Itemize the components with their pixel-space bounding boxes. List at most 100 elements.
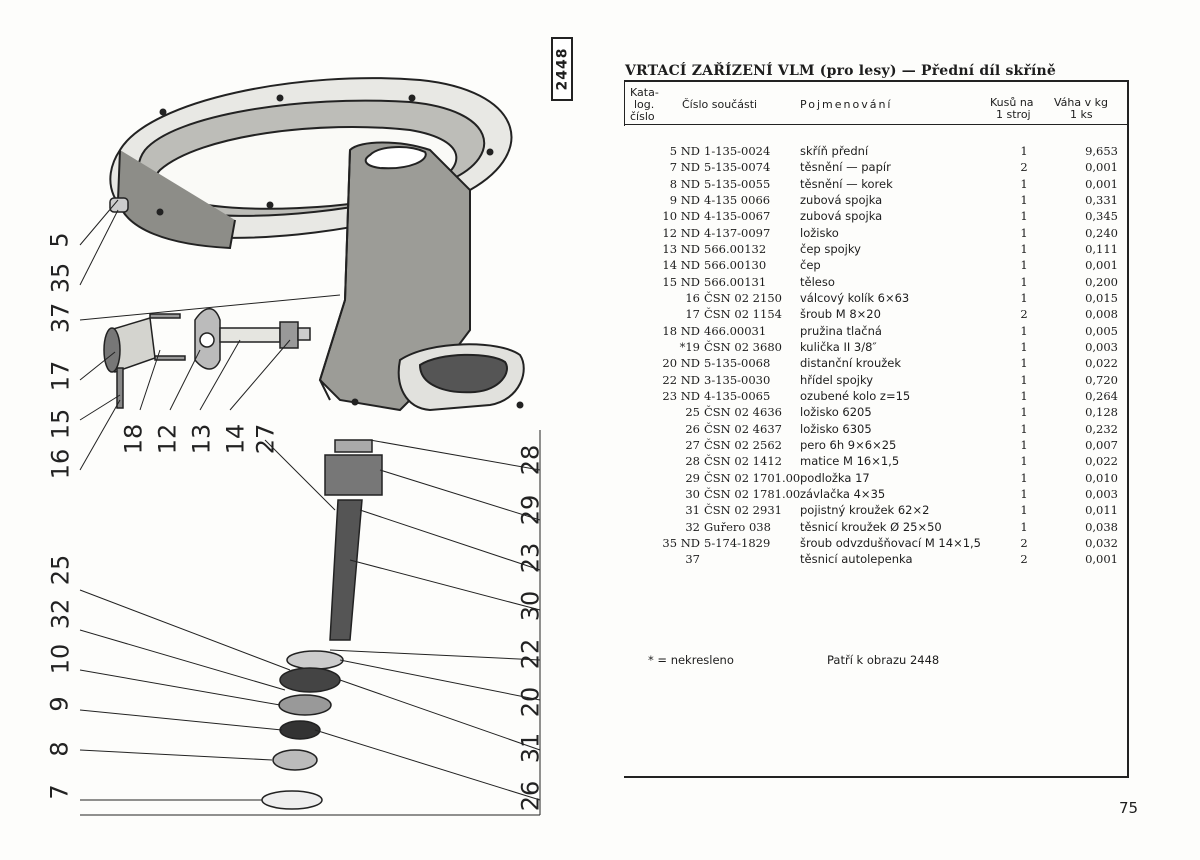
callout-label: 29 bbox=[516, 494, 545, 526]
header-part-number: Číslo součásti bbox=[682, 98, 758, 111]
header-qty-1: Kusů na bbox=[990, 96, 1034, 109]
header-catalog-2: log. bbox=[634, 98, 655, 111]
header-rule bbox=[624, 124, 1127, 125]
weight: 0,003 bbox=[1085, 339, 1118, 354]
callout-label: 9 bbox=[45, 696, 74, 712]
header-weight-1: Váha v kg bbox=[1054, 96, 1108, 109]
weight: 0,032 bbox=[1085, 535, 1118, 550]
weight: 0,001 bbox=[1085, 176, 1118, 191]
quantity: 1 bbox=[1020, 290, 1028, 305]
part-name: podložka 17 bbox=[800, 470, 870, 485]
part-name: čep bbox=[800, 258, 821, 273]
part-name: matice M 16×1,5 bbox=[800, 454, 900, 469]
callout-label: 5 bbox=[45, 232, 74, 248]
part-number: ČSN 02 2931 bbox=[704, 503, 782, 518]
part-number: ČSN 02 2150 bbox=[704, 290, 782, 305]
part-number: 4-137-0097 bbox=[704, 225, 771, 240]
part-name: těsnicí autolepenka bbox=[800, 552, 913, 567]
part-number: ČSN 02 2562 bbox=[704, 437, 782, 452]
quantity: 1 bbox=[1020, 437, 1028, 452]
part-number: ČSN 02 1412 bbox=[704, 454, 782, 469]
part-name: zubová spojka bbox=[800, 192, 883, 207]
part-number: ČSN 02 3680 bbox=[704, 339, 782, 354]
part-name: pero 6h 9×6×25 bbox=[800, 437, 897, 452]
table-left-rule bbox=[624, 82, 625, 126]
header-catalog-1: Kata- bbox=[630, 86, 659, 99]
header-catalog-3: číslo bbox=[630, 110, 655, 123]
weight: 0,005 bbox=[1085, 323, 1118, 338]
callout-label: 12 bbox=[153, 423, 182, 455]
part-name: hřídel spojky bbox=[800, 372, 874, 387]
catalog-number: 22 ND bbox=[662, 372, 700, 387]
part-name: těsnění — papír bbox=[800, 160, 891, 175]
catalog-number: 35 ND bbox=[662, 535, 700, 550]
weight: 0,264 bbox=[1085, 388, 1118, 403]
catalog-number: 29 bbox=[685, 470, 700, 485]
callout-label: 8 bbox=[45, 741, 74, 757]
part-name: ložisko 6205 bbox=[800, 405, 872, 420]
catalog-number: 30 bbox=[685, 486, 700, 501]
header-weight-2: 1 ks bbox=[1070, 108, 1093, 121]
part-number: 566.00132 bbox=[704, 241, 767, 256]
exploded-assembly-drawing bbox=[79, 77, 541, 816]
part-number: 4-135 0066 bbox=[704, 192, 771, 207]
weight: 0,200 bbox=[1085, 274, 1118, 289]
callout-label: 37 bbox=[46, 302, 75, 334]
quantity: 1 bbox=[1020, 144, 1028, 158]
catalog-number: 12 ND bbox=[662, 225, 700, 240]
part-name: závlačka 4×35 bbox=[800, 486, 886, 501]
part-name: těsnicí kroužek Ø 25×50 bbox=[800, 519, 942, 534]
weight: 0,010 bbox=[1085, 470, 1118, 485]
quantity: 2 bbox=[1020, 307, 1028, 322]
page-title: VRTACÍ ZAŘÍZENÍ VLM (pro lesy) — Přední … bbox=[625, 63, 1057, 79]
weight: 0,038 bbox=[1085, 519, 1118, 534]
callout-label: 22 bbox=[516, 638, 545, 670]
weight: 0,720 bbox=[1085, 372, 1118, 387]
quantity: 1 bbox=[1020, 176, 1028, 191]
weight: 0,022 bbox=[1085, 356, 1118, 371]
catalog-number: 17 bbox=[685, 307, 700, 322]
quantity: 1 bbox=[1020, 209, 1028, 224]
quantity: 1 bbox=[1020, 339, 1028, 354]
header-qty-2: 1 stroj bbox=[996, 108, 1031, 121]
catalog-number: 14 ND bbox=[662, 258, 700, 273]
catalog-number: 20 ND bbox=[662, 356, 700, 371]
catalog-number: 37 bbox=[685, 552, 700, 567]
part-name: válcový kolík 6×63 bbox=[800, 290, 910, 305]
catalog-number: 13 ND bbox=[662, 241, 700, 256]
part-number: 5-135-0068 bbox=[704, 356, 771, 371]
clutch-body-parts bbox=[103, 308, 311, 409]
catalog-number: 26 bbox=[685, 421, 700, 436]
weight: 0,008 bbox=[1085, 307, 1118, 322]
callout-label: 13 bbox=[187, 423, 216, 455]
catalog-number: 28 bbox=[685, 454, 700, 469]
part-number: 1-135-0024 bbox=[704, 144, 771, 158]
callout-label: 30 bbox=[516, 590, 545, 622]
callout-label: 15 bbox=[46, 408, 75, 440]
weight: 0,001 bbox=[1085, 160, 1118, 175]
part-name: ozubené kolo z=15 bbox=[800, 388, 911, 403]
part-number: 566.00130 bbox=[704, 258, 767, 273]
weight: 9,653 bbox=[1085, 144, 1118, 158]
catalog-number: *19 bbox=[679, 339, 700, 354]
catalog-number: 32 bbox=[685, 519, 700, 534]
quantity: 1 bbox=[1020, 503, 1028, 518]
weight: 0,111 bbox=[1085, 241, 1118, 256]
part-number: 5-135-0055 bbox=[704, 176, 771, 191]
